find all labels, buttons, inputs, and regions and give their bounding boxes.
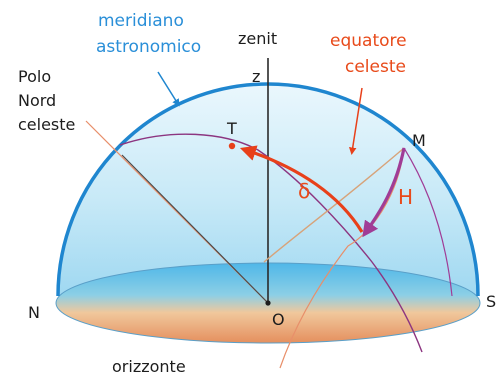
hour-angle-label: H — [398, 185, 413, 209]
meridian-label-line2: astronomico — [96, 37, 201, 57]
equator-label-line1: equatore — [330, 31, 407, 51]
equator-pointer — [348, 87, 363, 155]
pole-label-line1: Polo — [18, 67, 51, 86]
horizon-label: orizzonte — [112, 357, 186, 376]
meridian-pointer — [157, 71, 180, 107]
hour-angle-arc — [362, 147, 406, 238]
meridian-label-line1: meridiano — [98, 11, 184, 31]
zenith-label: zenit — [238, 29, 277, 48]
meridian-point-label: M — [412, 131, 426, 150]
star-label: T — [226, 119, 237, 138]
meridian-back-line — [403, 147, 453, 297]
pole-label-line2: Nord — [18, 91, 56, 110]
observer-point — [265, 300, 271, 306]
equator-label-line2: celeste — [345, 57, 406, 77]
celestial-equator-front — [279, 147, 405, 369]
declination-arc — [239, 145, 364, 233]
hour-circle — [119, 133, 423, 353]
pole-label-line3: celeste — [18, 115, 75, 134]
star-point — [228, 142, 236, 150]
south-point-label: S — [486, 292, 496, 311]
polar-axis-dark — [121, 154, 269, 304]
celestial-equator — [263, 147, 405, 263]
north-point-label: N — [28, 303, 40, 322]
declination-label: δ — [298, 179, 310, 203]
zenith-point-label: z — [252, 67, 260, 86]
observer-label: O — [272, 310, 285, 329]
